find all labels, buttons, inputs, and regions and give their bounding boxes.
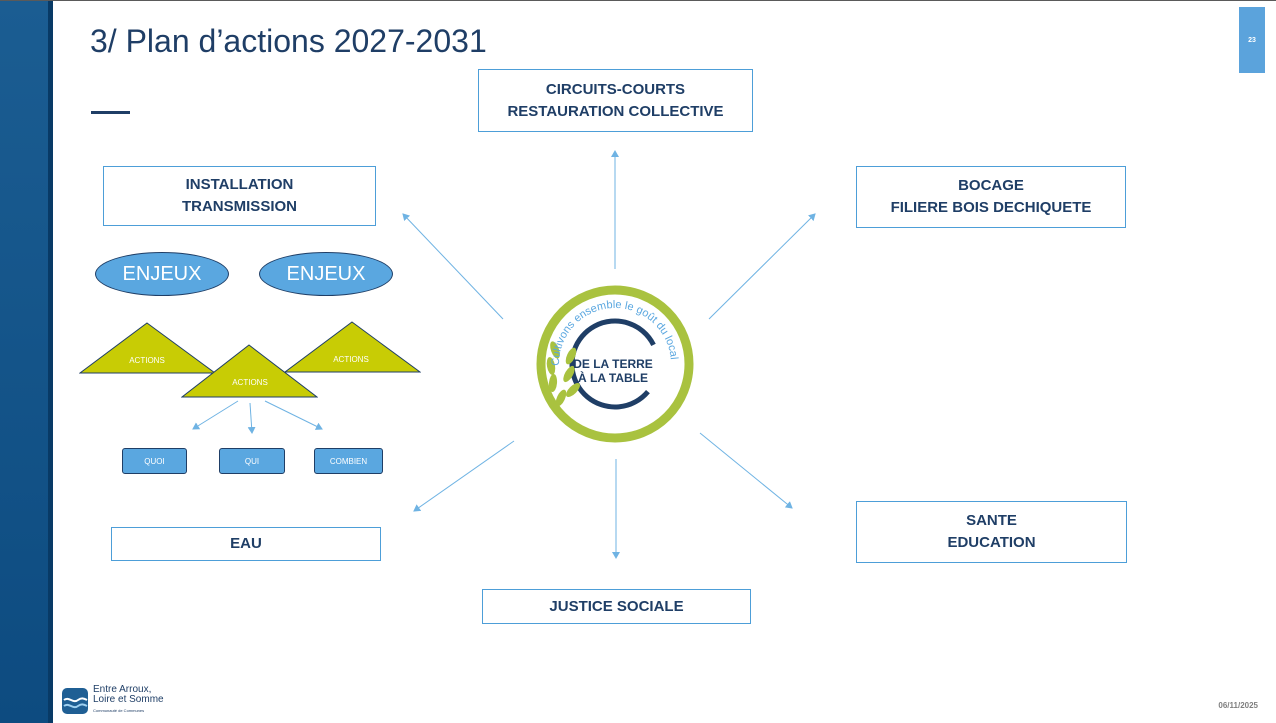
title-underline xyxy=(91,111,130,114)
theme-label: CIRCUITS-COURTS xyxy=(545,80,686,98)
question-quoi: QUOI xyxy=(122,448,187,474)
logo-line: DE LA TERRE xyxy=(573,357,653,371)
arrow-icon xyxy=(264,400,323,430)
arrow-icon xyxy=(247,402,256,434)
enjeux-ellipse: ENJEUX xyxy=(95,252,229,296)
theme-label: INSTALLATION xyxy=(185,176,294,193)
arrow-icon xyxy=(708,213,816,320)
arrow-icon xyxy=(699,432,793,509)
slide-date: 06/11/2025 xyxy=(1218,701,1258,710)
theme-label: FILIERE BOIS DECHIQUETE xyxy=(890,199,1092,216)
question-qui: QUI xyxy=(219,448,285,474)
theme-label: EDUCATION xyxy=(947,534,1036,551)
theme-installation: INSTALLATION TRANSMISSION xyxy=(103,166,376,226)
waves-logo-icon xyxy=(62,687,88,714)
org-line: Entre Arroux, xyxy=(93,684,152,695)
logo-title: DE LA TERRE À LA TABLE xyxy=(557,357,669,385)
actions-label: ACTIONS xyxy=(129,356,165,365)
theme-label: EAU xyxy=(230,535,262,552)
actions-label: ACTIONS xyxy=(232,378,268,387)
theme-bocage: BOCAGE FILIERE BOIS DECHIQUETE xyxy=(856,166,1126,228)
theme-eau: EAU xyxy=(111,527,381,561)
arrow-icon xyxy=(413,440,515,512)
theme-justice-sociale: JUSTICE SOCIALE xyxy=(482,589,751,624)
theme-label: BOCAGE xyxy=(958,177,1024,194)
slide-number: 23 xyxy=(1239,7,1265,73)
actions-triangle xyxy=(79,322,216,374)
center-logo: Cultivons ensemble le goût du local ! xyxy=(535,284,694,443)
arrow-icon xyxy=(192,400,239,430)
page-title: 3/ Plan d’actions 2027-2031 xyxy=(90,23,487,59)
theme-label: SANTE xyxy=(966,512,1017,529)
theme-circuits-courts: CIRCUITS-COURTS RESTAURATION COLLECTIVE xyxy=(478,69,753,132)
org-line: Loire et Somme xyxy=(93,694,164,705)
footer-org-name: Entre Arroux, Loire et Somme Communauté … xyxy=(93,685,164,716)
actions-triangle xyxy=(181,344,318,398)
actions-triangle xyxy=(284,321,421,373)
org-subline: Communauté de Communes xyxy=(93,708,145,713)
theme-sante: SANTE EDUCATION xyxy=(856,501,1127,563)
wheat-icon xyxy=(546,341,580,407)
question-combien: COMBIEN xyxy=(314,448,383,474)
actions-label: ACTIONS xyxy=(333,355,369,364)
arrow-icon xyxy=(402,213,504,320)
theme-label: TRANSMISSION xyxy=(181,198,297,215)
footer-logo: Entre Arroux, Loire et Somme Communauté … xyxy=(62,685,164,716)
enjeux-ellipse: ENJEUX xyxy=(259,252,393,296)
theme-label: JUSTICE SOCIALE xyxy=(549,597,684,615)
side-bar xyxy=(0,1,53,723)
theme-label: RESTAURATION COLLECTIVE xyxy=(507,102,724,120)
logo-line: À LA TABLE xyxy=(578,371,648,385)
